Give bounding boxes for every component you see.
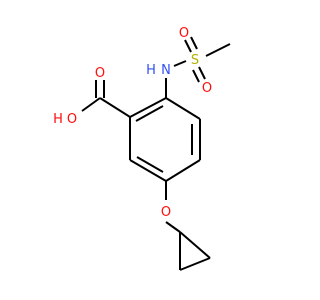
atom-labels: O S O H N O H O O: [53, 26, 212, 220]
ring-bond-c1-c2-inner: [135, 105, 164, 122]
bond-s-o-top-a: [184, 39, 192, 53]
ring-bond-c4-c5: [165, 159, 201, 182]
bond-s-o-bottom-b: [198, 66, 206, 80]
molecule-structure: O S O H N O H O O: [53, 26, 231, 271]
bond-carboxyl-oh: [81, 97, 101, 112]
bond-c1-carboxyl: [99, 97, 131, 118]
bond-s-methyl: [205, 43, 231, 57]
ring-bond-c2-c3: [165, 97, 201, 120]
hydrogen-label-hydroxyl: H: [53, 112, 63, 127]
ring-bond-c5-c6: [129, 159, 167, 182]
bond-cyclopropyl-2: [179, 231, 211, 259]
bonds: [81, 36, 231, 271]
nitrogen-label: N: [161, 63, 171, 78]
bond-n-s: [173, 60, 187, 67]
bond-s-o-bottom-a: [192, 69, 200, 83]
oxygen-label-hydroxyl: O: [67, 112, 77, 127]
hydrogen-label-nh: H: [146, 63, 156, 78]
oxygen-label-sulfonyl-top: O: [179, 26, 189, 41]
ring-bond-c1-c2: [129, 97, 167, 118]
ring-bond-c5-c6-inner: [136, 156, 164, 173]
oxygen-label-carbonyl: O: [95, 66, 105, 81]
oxygen-label-ether: O: [161, 205, 171, 220]
bond-o-cyclopropyl: [165, 221, 181, 233]
bond-cyclopropyl-3: [179, 257, 211, 271]
bond-s-o-top-b: [190, 36, 198, 50]
sulfur-label: S: [191, 53, 199, 68]
oxygen-label-sulfonyl-bottom: O: [202, 81, 212, 96]
